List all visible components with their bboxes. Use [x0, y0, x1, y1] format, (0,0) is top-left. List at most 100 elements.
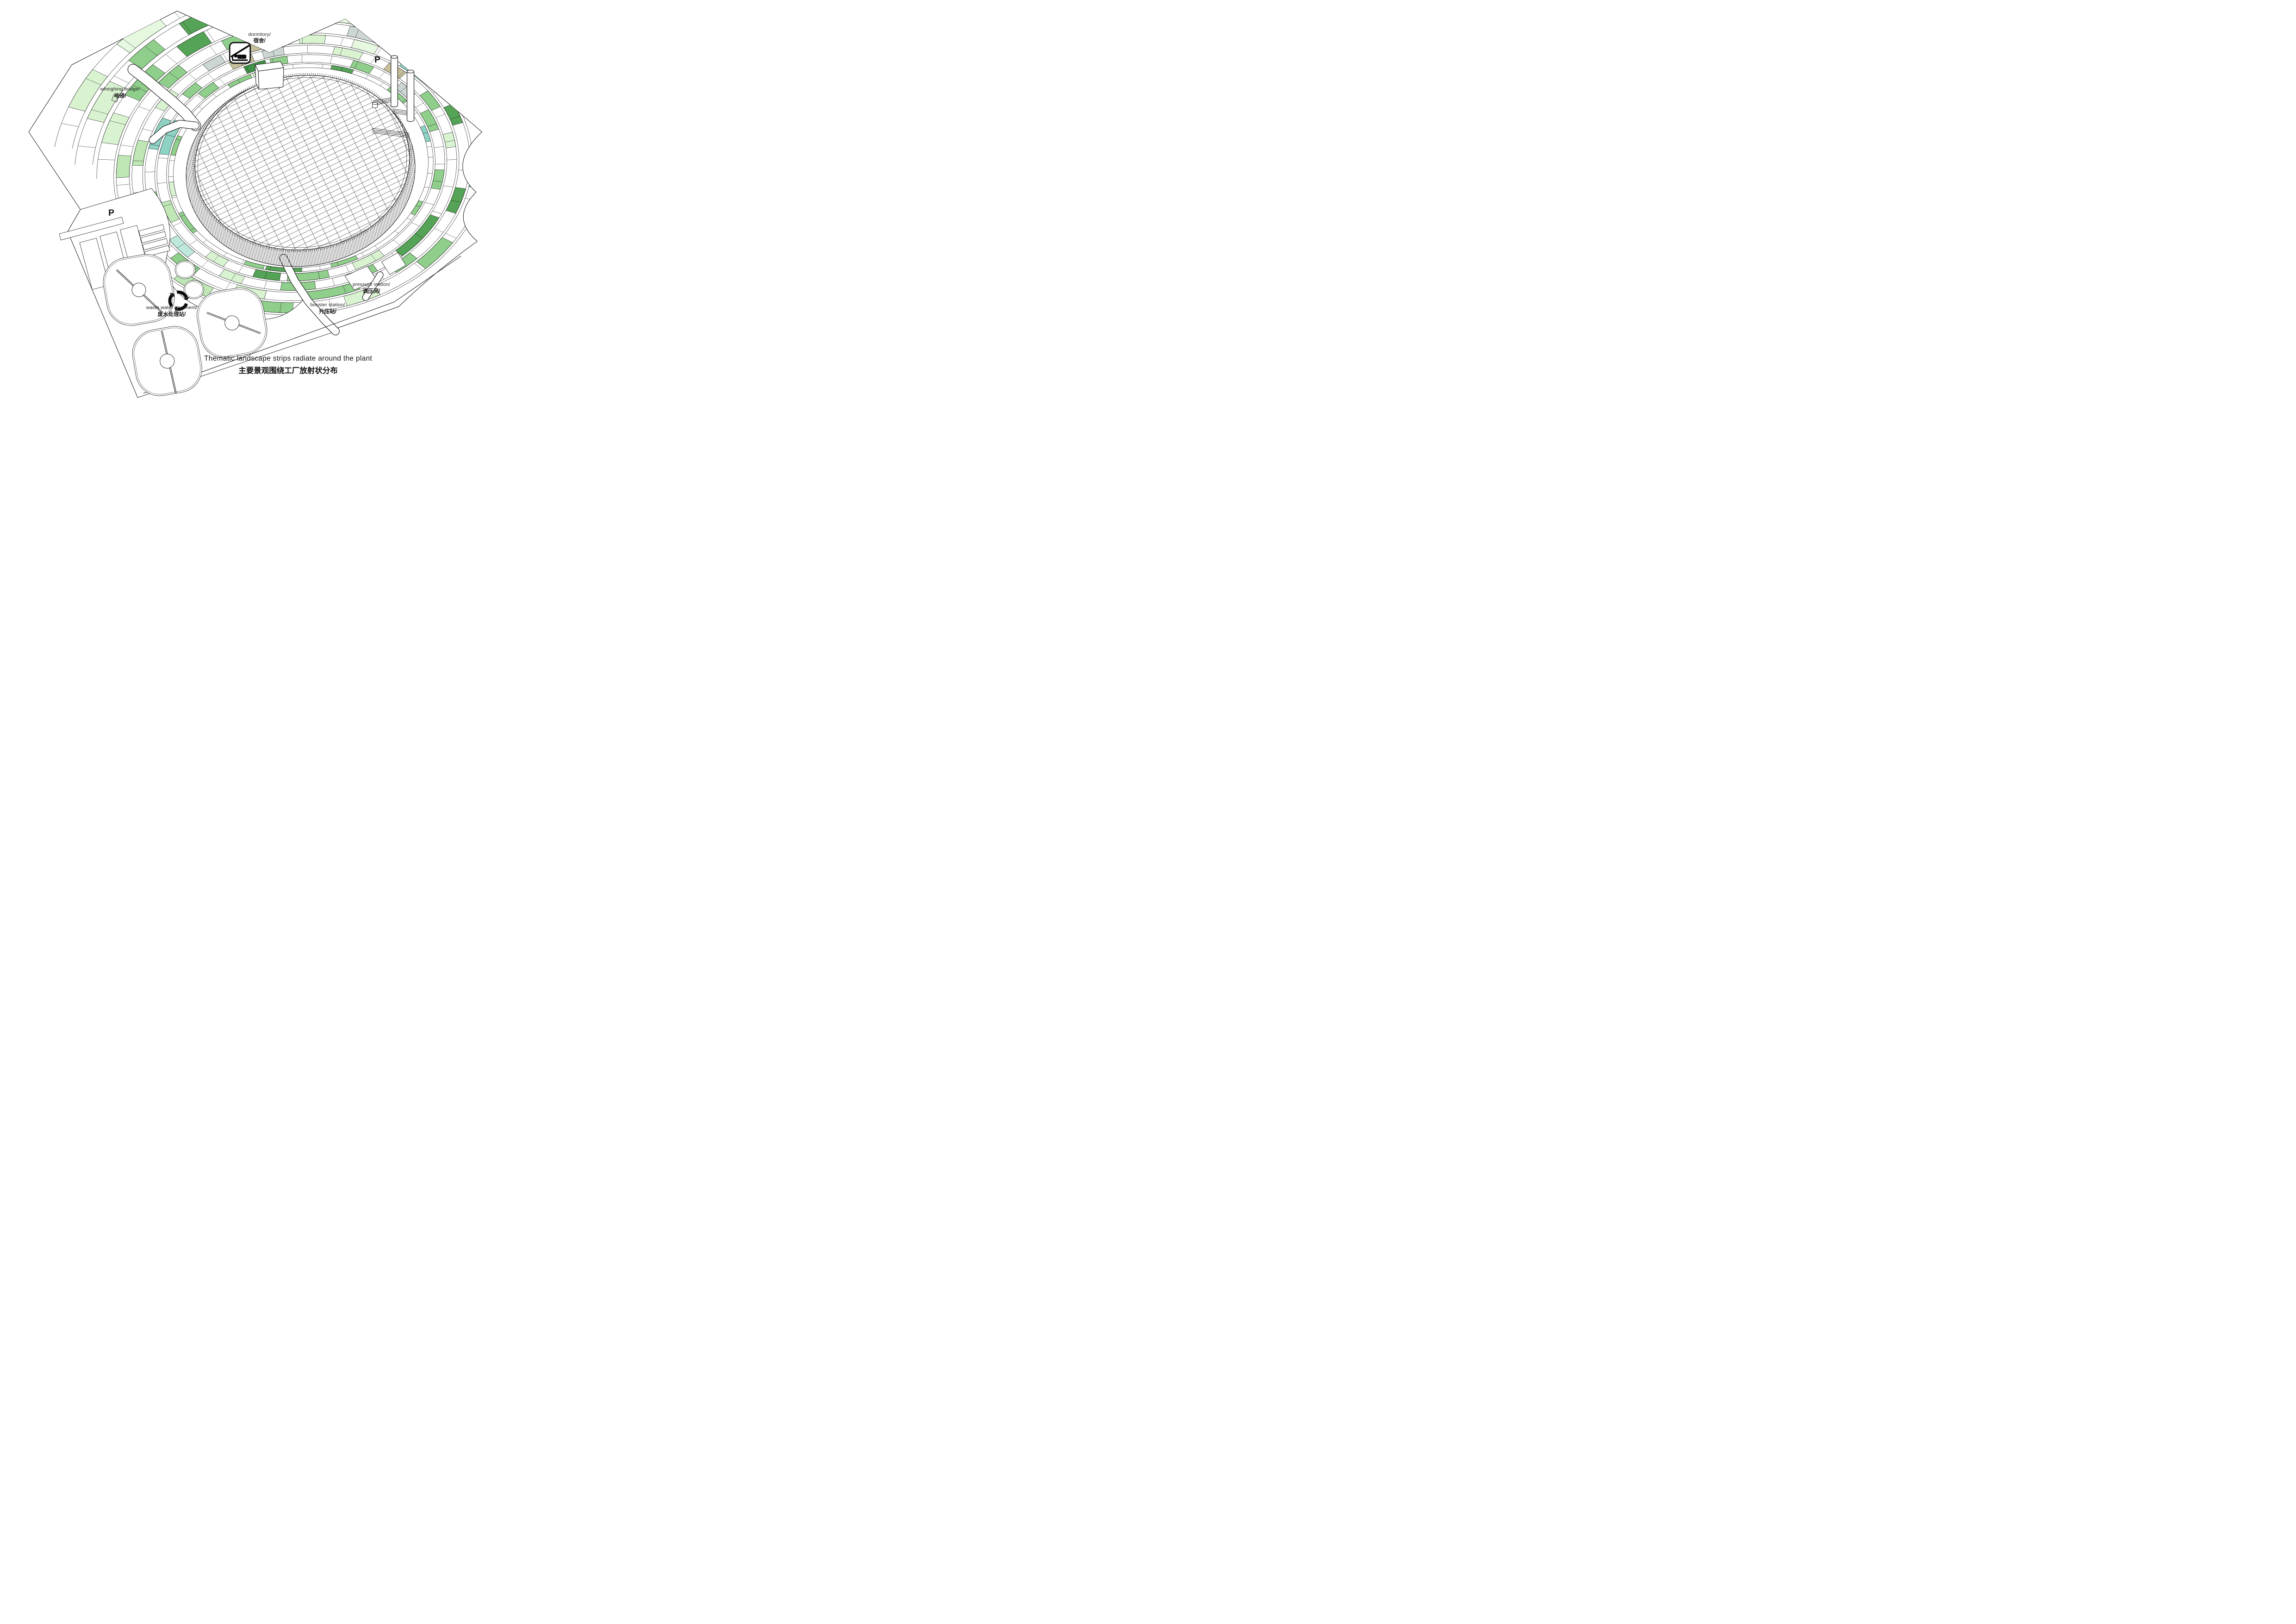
radial-divider — [208, 74, 214, 80]
radial-divider — [245, 66, 250, 73]
radial-divider — [416, 205, 421, 207]
ring-edge — [155, 53, 447, 283]
fork-branch-road — [362, 272, 383, 300]
parking-marker-southwest: P — [108, 208, 114, 219]
radial-divider — [123, 38, 136, 49]
radial-divider — [114, 75, 129, 83]
recycle-arrowhead — [183, 297, 190, 300]
radial-divider — [199, 106, 203, 109]
ring-edge — [92, 24, 212, 165]
radial-divider — [319, 266, 321, 270]
radial-divider — [78, 145, 96, 148]
radial-divider — [432, 211, 442, 214]
radial-divider — [424, 187, 429, 188]
radial-divider — [341, 67, 343, 71]
dome-roof-grid — [194, 75, 410, 250]
radial-divider — [407, 218, 411, 220]
radial-divider — [132, 85, 147, 92]
radial-divider — [361, 253, 364, 256]
tank-center-well — [224, 315, 240, 331]
small-tank-cylinder-top — [372, 102, 378, 105]
radial-divider — [322, 64, 323, 69]
radial-divider — [182, 21, 192, 33]
ring-segment — [116, 155, 131, 178]
radial-divider — [419, 90, 428, 96]
ring-edge — [129, 32, 473, 303]
radial-divider — [223, 54, 228, 62]
radial-divider — [400, 86, 407, 92]
parking-row — [140, 231, 167, 244]
pond — [183, 280, 204, 299]
recycle-arrowhead — [169, 293, 174, 298]
radial-divider — [264, 281, 267, 289]
radial-divider — [206, 30, 215, 42]
small-parcel — [381, 252, 406, 275]
radial-divider — [379, 72, 385, 79]
radial-divider — [365, 75, 368, 79]
radial-divider — [410, 252, 417, 259]
recycle-arrows-icon — [168, 290, 190, 312]
chimney-body — [406, 71, 415, 122]
radial-divider — [345, 265, 349, 272]
radial-divider — [411, 222, 420, 226]
radial-divider — [169, 72, 179, 80]
radial-divider — [415, 233, 423, 238]
radial-divider — [380, 82, 384, 86]
tank-center-well — [131, 282, 146, 297]
dome-rim-inner — [197, 77, 407, 248]
radial-divider — [445, 140, 455, 143]
radial-divider — [423, 132, 428, 134]
radial-divider — [98, 159, 115, 160]
radial-divider — [393, 240, 400, 245]
chimney-stack — [406, 69, 415, 122]
parking-marker-northeast: P — [374, 55, 380, 65]
radial-divider — [225, 282, 230, 290]
radial-divider — [354, 61, 359, 69]
radial-divider — [177, 243, 185, 249]
radial-divider — [427, 146, 432, 147]
radial-divider — [374, 245, 378, 249]
chimney-top — [391, 55, 398, 59]
parking-strip — [59, 217, 124, 241]
radial-divider — [425, 202, 434, 205]
radial-divider — [332, 278, 335, 286]
plant-dome — [186, 73, 416, 267]
road-edge-line — [393, 256, 461, 302]
pipe-line — [372, 131, 410, 137]
chimney-top — [406, 69, 415, 74]
radial-divider — [170, 11, 180, 19]
dormitory-building-front — [258, 67, 284, 90]
radial-divider — [142, 129, 153, 131]
tank-outline-inner — [198, 289, 266, 357]
pipe-line — [372, 132, 410, 138]
radial-divider — [86, 78, 101, 85]
radial-divider — [280, 302, 282, 313]
radial-divider — [370, 56, 376, 64]
pond — [174, 260, 196, 279]
dome-rim-fin-ticks — [192, 73, 412, 252]
radial-divider — [342, 285, 346, 294]
radial-divider — [172, 197, 177, 199]
radial-divider — [91, 109, 108, 114]
radial-divider — [450, 116, 460, 119]
radial-divider — [210, 46, 217, 55]
site-plan-page: dormitory/ 宿舍/ wheighing bridge/ 地磅/ was… — [0, 0, 574, 406]
radial-divider — [189, 239, 197, 245]
radial-divider — [168, 176, 174, 177]
radial-divider — [340, 48, 343, 56]
ring-edge — [96, 11, 482, 212]
radial-divider — [307, 45, 308, 53]
radial-divider — [238, 265, 243, 273]
radial-divider — [213, 94, 217, 97]
radial-divider — [330, 56, 332, 64]
radial-divider — [318, 271, 320, 279]
weighbridge-platform — [111, 95, 119, 102]
radial-divider — [196, 94, 204, 100]
icon-bed — [237, 55, 247, 59]
radial-divider — [241, 260, 244, 264]
parking-row — [138, 224, 165, 237]
dormitory-building-side — [255, 64, 259, 90]
radial-divider — [447, 159, 457, 160]
radial-divider — [116, 184, 130, 186]
diagram-title: Thematic landscape strips radiate around… — [204, 355, 372, 375]
